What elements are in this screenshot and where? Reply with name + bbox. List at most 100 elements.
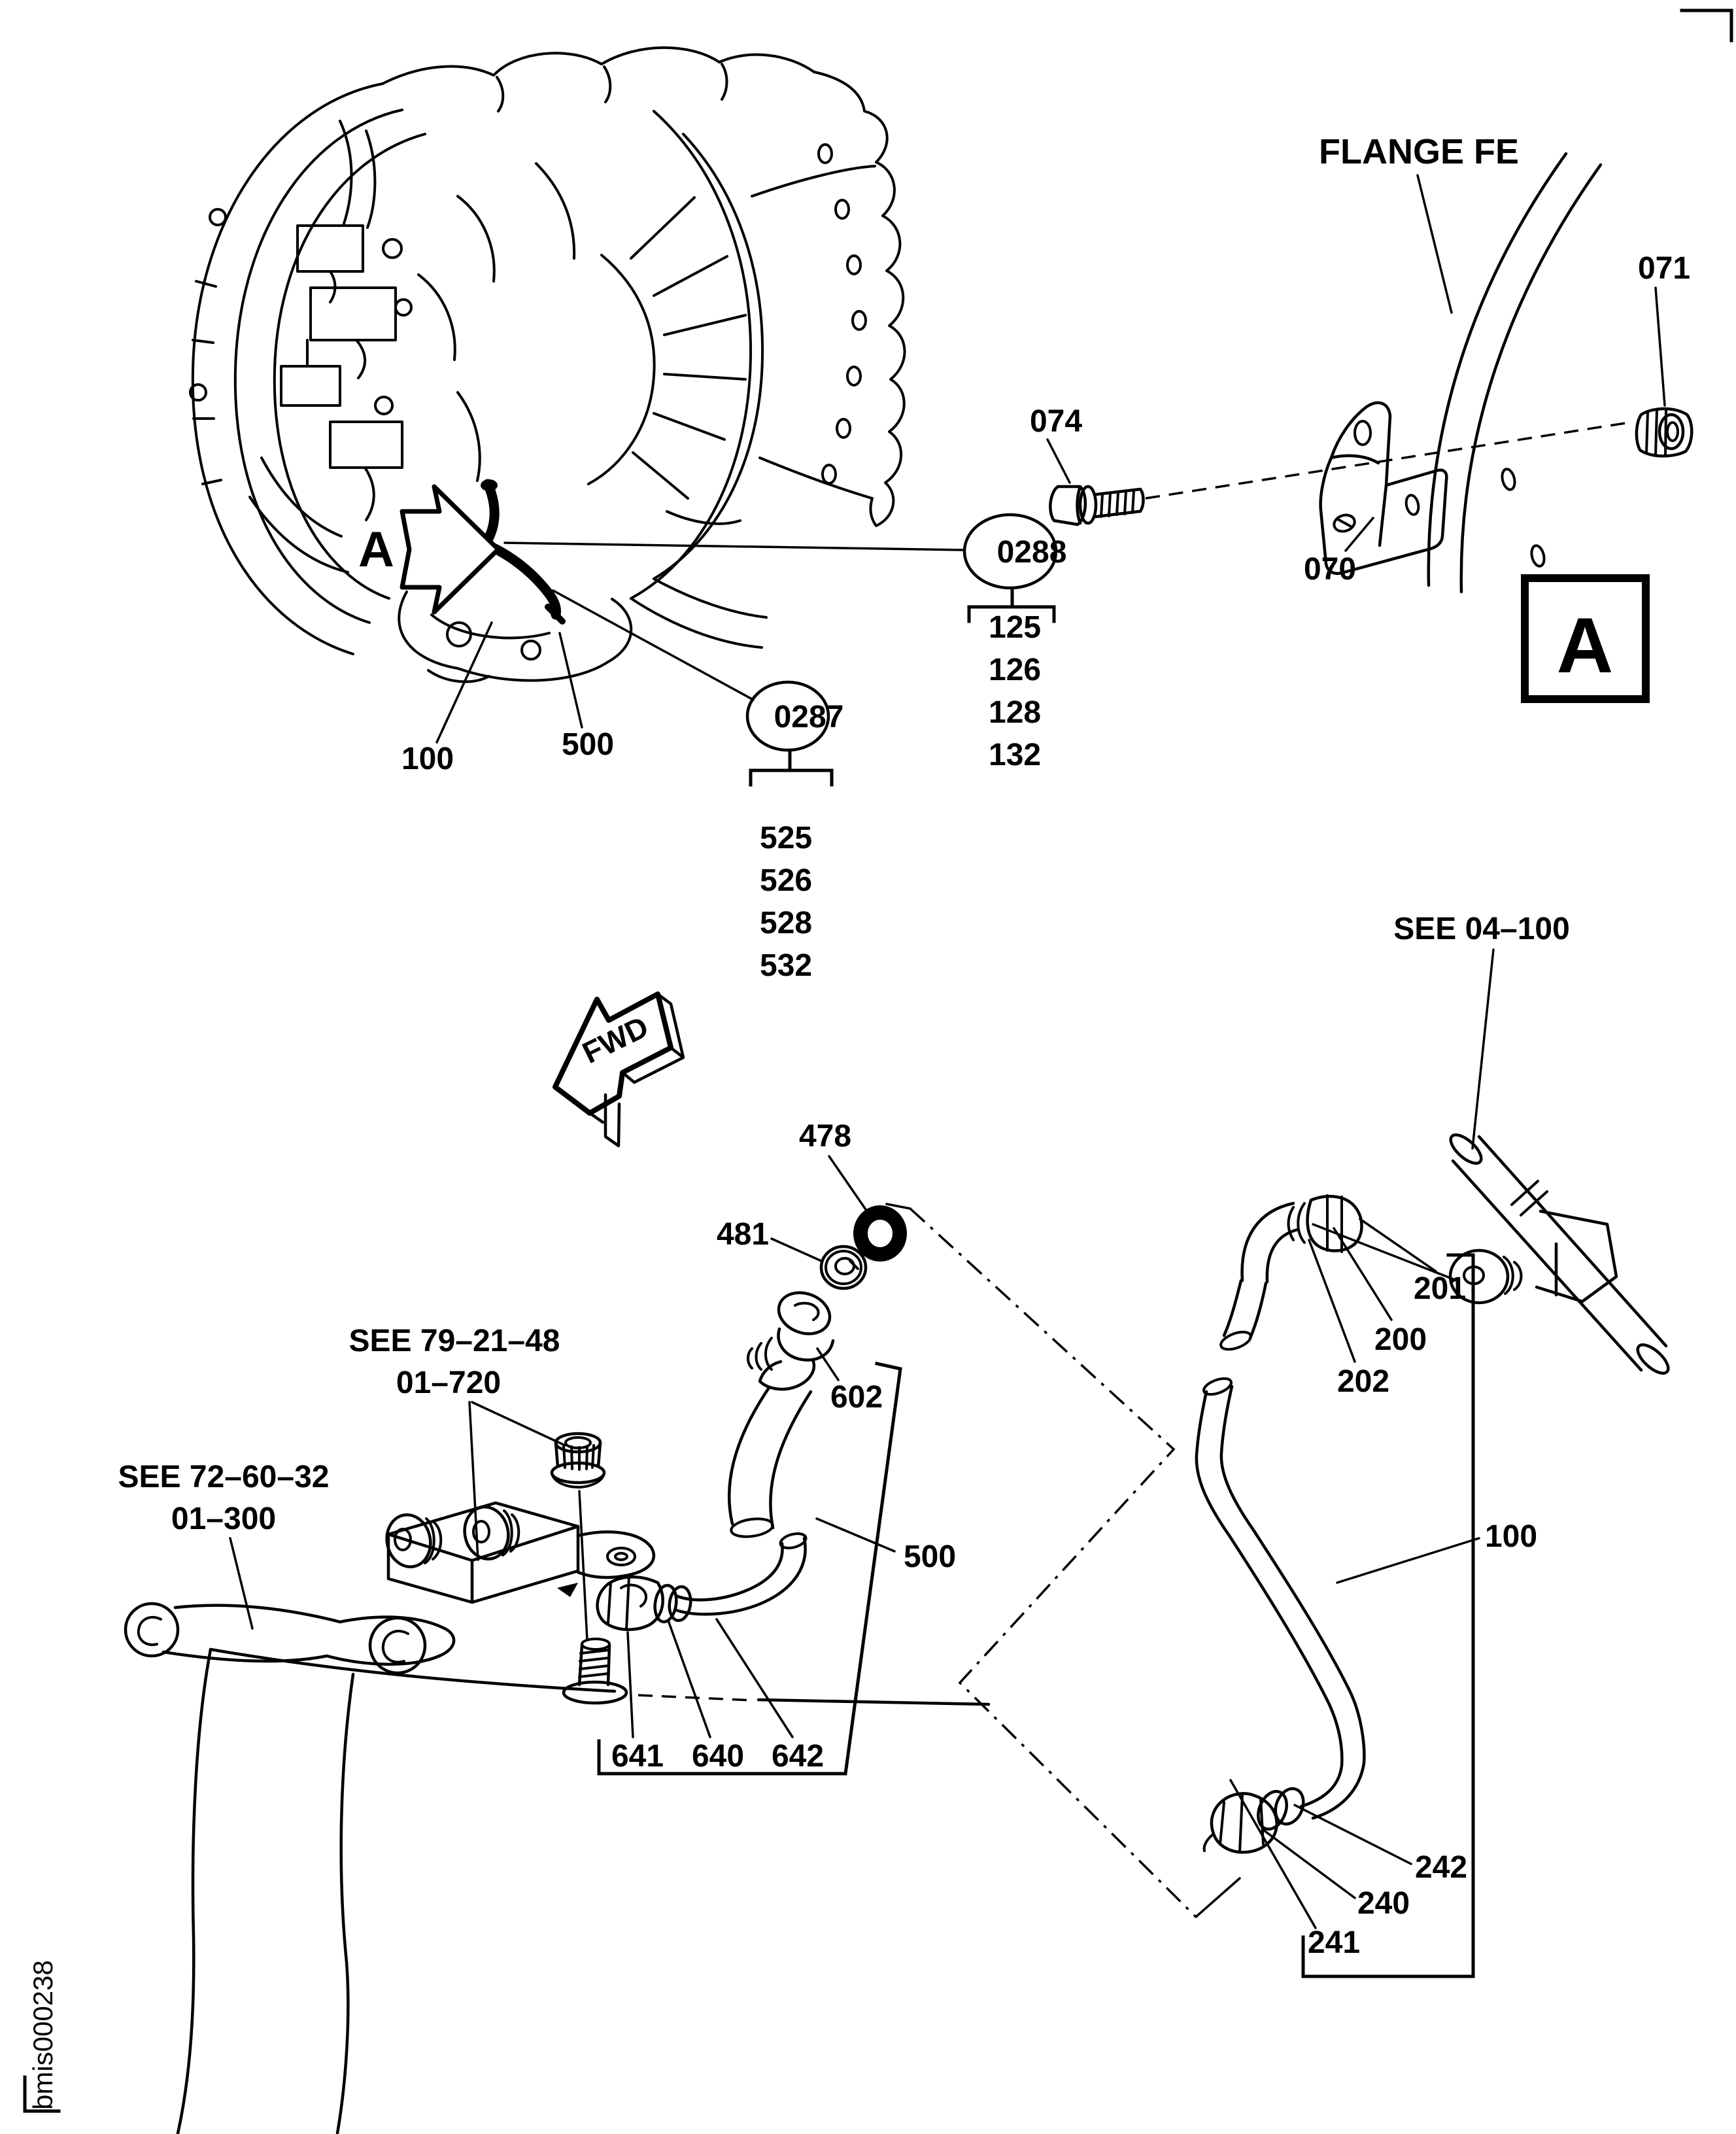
- leader-500-detail: [815, 1517, 896, 1553]
- tube-blob2: [545, 604, 566, 625]
- balloon-0287-id: 0287: [774, 700, 844, 734]
- nut-071: [1635, 407, 1693, 458]
- detail-a-box: [1521, 574, 1650, 703]
- plug: [550, 1432, 606, 1489]
- callout-240: 240: [1357, 1886, 1410, 1921]
- detail-a-letter: A: [358, 522, 394, 577]
- bracket-602-assembly: [597, 1362, 902, 1776]
- case-edge: [176, 1647, 991, 2134]
- case-top-lobes: [381, 46, 815, 85]
- corner-mark-top-right: [1680, 9, 1733, 43]
- projection-end: [1195, 1877, 1241, 1918]
- balloon-0288-circle: [962, 513, 1058, 590]
- leaders-240-241-242: [1229, 1779, 1412, 1929]
- bracket-070: [1319, 401, 1448, 576]
- item-528: 528: [760, 906, 812, 940]
- fan-case-inner-rim: [273, 133, 426, 600]
- corner-mark-bottom-left: [23, 2075, 61, 2113]
- o-ring-478: [853, 1205, 907, 1262]
- stud-boss: [562, 1638, 628, 1705]
- callout-100-detail: 100: [1485, 1519, 1537, 1554]
- callout-642: 642: [772, 1739, 824, 1774]
- bracket-tube-100: [1301, 1253, 1475, 1978]
- elbow-fitting: [596, 1532, 808, 1631]
- item-525: 525: [760, 821, 812, 855]
- fan-case-mid-rim: [233, 109, 403, 624]
- callout-478: 478: [799, 1119, 851, 1154]
- detail-a-view: FLANGE FE 074 070: [1030, 132, 1693, 703]
- callout-500-detail: 500: [904, 1540, 956, 1574]
- flange-holes: [817, 143, 867, 485]
- bolt-074: [1049, 485, 1145, 526]
- callout-241: 241: [1308, 1925, 1360, 1960]
- leaders-641-640-642: [626, 1618, 794, 1738]
- flange-hole-1: [1501, 468, 1516, 491]
- tube-100-bottom-fitting: [1202, 1787, 1305, 1854]
- leader-0287: [552, 589, 755, 701]
- main-view-callouts: 100 500: [401, 621, 614, 776]
- callout-640: 640: [692, 1739, 744, 1774]
- fwd-arrow: FWD: [553, 991, 685, 1148]
- leader-flange-fe: [1416, 174, 1453, 314]
- tube-100-body: [1195, 1279, 1366, 1820]
- detail-a-pointer: A: [358, 484, 501, 615]
- link-arm: [124, 1602, 456, 1675]
- callout-242: 242: [1415, 1850, 1467, 1885]
- rim-ticks: [192, 280, 222, 485]
- callout-202: 202: [1337, 1364, 1389, 1399]
- callout-200: 200: [1374, 1322, 1427, 1357]
- ref-01-300: 01–300: [171, 1502, 276, 1536]
- flange-fe-label: FLANGE FE: [1319, 132, 1519, 171]
- item-526: 526: [760, 863, 812, 898]
- callout-071: 071: [1638, 251, 1690, 286]
- projection-lines: [885, 1203, 1241, 1918]
- hose-500: [728, 1386, 813, 1538]
- lobe-joints: [496, 63, 728, 112]
- core-case-inner: [653, 133, 764, 580]
- highlighted-tube: [477, 479, 561, 620]
- leader-602: [816, 1347, 840, 1381]
- flange-hole-2: [1530, 544, 1546, 568]
- leader-100-main: [435, 621, 493, 744]
- engine-tubing: [248, 120, 377, 574]
- flange-arc-1: [1427, 152, 1568, 587]
- tube-end-blob: [481, 479, 498, 491]
- item-132: 132: [989, 738, 1041, 772]
- detail-a-box-letter: A: [1557, 602, 1614, 689]
- leader-01-300: [229, 1537, 254, 1630]
- engine-detail-lines: [417, 162, 576, 482]
- leader-070: [1344, 517, 1374, 552]
- core-top-edge: [751, 165, 876, 198]
- leader-plug-to-boss: [578, 1490, 588, 1642]
- engine-illustration: [189, 46, 906, 683]
- leader-0288: [503, 542, 966, 551]
- callout-070: 070: [1304, 552, 1356, 587]
- tube-100-detail: SEE 04–100 201 200 202: [1195, 912, 1670, 1978]
- fan-case-outer-rim: [191, 82, 384, 655]
- core-case-outer: [630, 110, 753, 600]
- fitting-602: [747, 1291, 835, 1391]
- callout-481: 481: [717, 1217, 769, 1252]
- item-532: 532: [760, 948, 812, 983]
- gearbox-pad2: [520, 640, 541, 661]
- callout-641: 641: [611, 1739, 664, 1774]
- tube-100-elbow: [1240, 1194, 1363, 1284]
- item-126: 126: [989, 653, 1041, 687]
- leader-100-detail: [1336, 1537, 1480, 1584]
- balloon-0287-bracket: [749, 748, 834, 787]
- small-arrowhead: [557, 1583, 578, 1597]
- scalloped-flange-edge: [813, 71, 906, 527]
- callout-602: 602: [830, 1380, 883, 1415]
- callout-100-main: 100: [401, 742, 454, 776]
- flange-arc-2: [1459, 163, 1603, 594]
- callout-500-main: 500: [562, 727, 614, 762]
- balloon-0288-id: 0288: [997, 535, 1067, 570]
- balloon-0288-bracket: [967, 587, 1056, 623]
- projection-tick: [885, 1203, 911, 1210]
- balloon-0287-group: 0287 525 526 528 532: [552, 589, 844, 983]
- callout-074: 074: [1030, 404, 1082, 439]
- leaders-200-201-202: [1308, 1218, 1437, 1363]
- fan-struts: [630, 196, 747, 500]
- lower-left-detail: SEE 79–21–48 01–720 SEE 72–60–32 01–300: [118, 1324, 991, 2134]
